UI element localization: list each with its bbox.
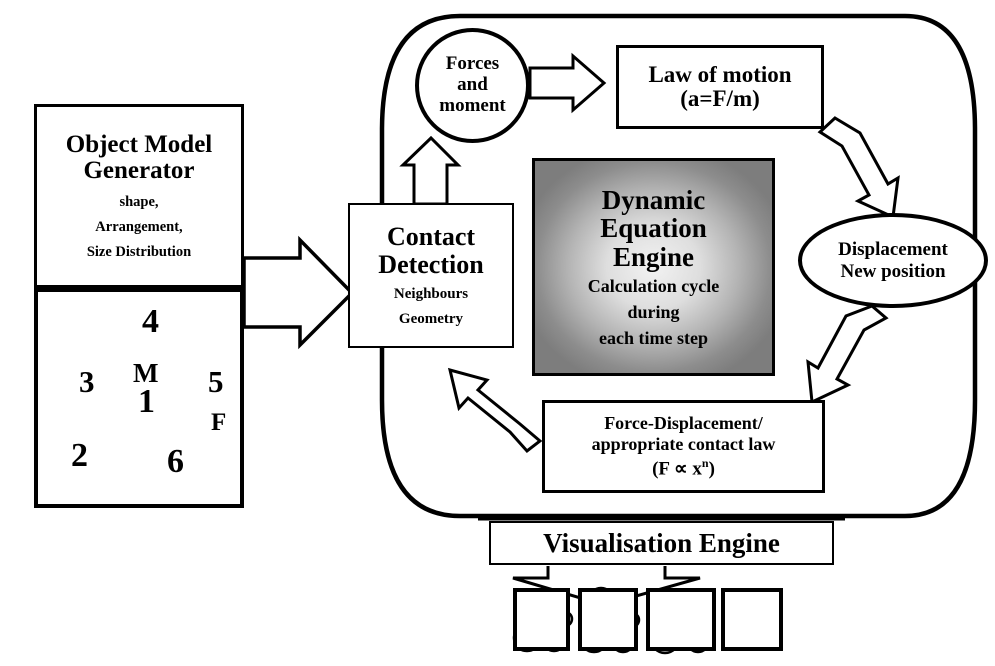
engine-title-line3: Engine	[612, 241, 695, 272]
omg-sub-line2: Arrangement,	[95, 218, 183, 235]
engine-sub-line3: each time step	[599, 327, 708, 348]
omg-title-line2: Generator	[83, 157, 195, 185]
contact-title-line1: Contact	[386, 222, 476, 252]
displacement-node: Displacement New position	[798, 213, 988, 308]
thumbnail-results-graph	[721, 588, 783, 651]
arrow-displacement-to-forcelaw	[806, 304, 889, 405]
arrow-forcelaw-to-contact	[447, 367, 543, 454]
law-of-motion-box: Law of motion (a=F/m)	[616, 45, 824, 129]
engine-sub-line2: during	[627, 302, 680, 323]
forces-line2: and	[457, 74, 488, 96]
law-of-motion-line2: (a=F/m)	[680, 86, 760, 111]
arrow-generator-to-contact	[242, 235, 355, 350]
force-law-equation: (F ∝ xn)	[652, 456, 715, 480]
visualisation-engine-box: Visualisation Engine	[489, 521, 834, 565]
visualisation-engine-title: Visualisation Engine	[543, 527, 780, 558]
omg-title-line1: Object Model	[65, 130, 213, 158]
contact-title-line2: Detection	[378, 249, 484, 279]
particle-assembly-box	[34, 288, 244, 508]
displacement-line1: Displacement	[838, 238, 948, 260]
object-model-generator-box: Object Model Generator shape, Arrangemen…	[34, 104, 244, 288]
forces-line3: moment	[439, 94, 506, 116]
force-law-equation-main: (F ∝ x	[652, 457, 702, 479]
omg-sub-line3: Size Distribution	[86, 244, 192, 261]
force-law-exponent: n	[701, 455, 709, 470]
contact-sub-line2: Geometry	[398, 311, 464, 328]
thumbnail-packing-snapshot-1	[513, 588, 570, 651]
contact-detection-box: Contact Detection Neighbours Geometry	[348, 203, 514, 348]
forces-and-moment-node: Forces and moment	[415, 28, 530, 143]
forces-line1: Forces	[445, 53, 500, 75]
force-law-line2: appropriate contact law	[591, 434, 776, 455]
omg-sub-line1: shape,	[119, 193, 159, 210]
engine-sub-line1: Calculation cycle	[587, 276, 720, 297]
contact-sub-line1: Neighbours	[393, 286, 469, 303]
law-of-motion-line1: Law of motion	[648, 61, 792, 87]
engine-title-line1: Dynamic	[601, 184, 706, 215]
displacement-line2: New position	[840, 260, 946, 282]
force-law-equation-end: )	[708, 457, 715, 479]
thumbnail-packing-snapshot-2	[578, 588, 638, 651]
force-displacement-law-box: Force-Displacement/ appropriate contact …	[542, 400, 825, 493]
arrow-law-to-displacement	[817, 116, 900, 220]
thumbnail-packing-snapshot-3	[646, 588, 716, 651]
arrow-forces-to-law	[528, 52, 607, 114]
dynamic-equation-engine-box: Dynamic Equation Engine Calculation cycl…	[532, 158, 775, 376]
arrow-contact-to-forces	[399, 135, 462, 206]
force-law-line1: Force-Displacement/	[604, 413, 763, 434]
cycle-container-outline	[379, 13, 978, 519]
engine-title-line2: Equation	[600, 213, 707, 244]
